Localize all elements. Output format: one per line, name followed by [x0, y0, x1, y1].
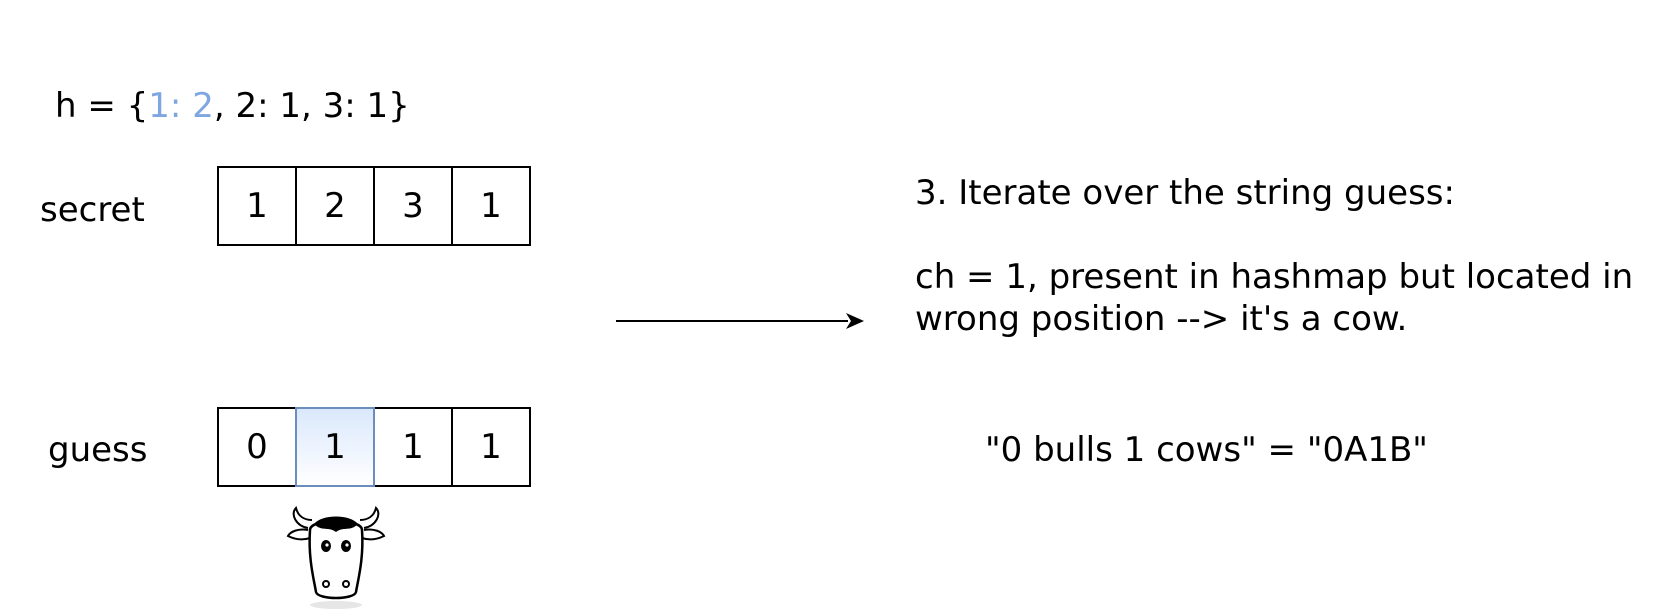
result-text: "0 bulls 1 cows" = "0A1B": [985, 430, 1428, 470]
guess-array: 0 1 1 1: [217, 407, 531, 487]
secret-cell-0: 1: [217, 166, 297, 246]
step-title: 3. Iterate over the string guess:: [915, 173, 1455, 213]
hashmap-prefix: h = {: [55, 86, 149, 126]
explanation-line-1: ch = 1, present in hashmap but located i…: [915, 257, 1634, 297]
secret-array: 1 2 3 1: [217, 166, 531, 246]
secret-cell-1: 2: [295, 166, 375, 246]
hashmap-expression: h = {1: 2, 2: 1, 3: 1}: [55, 86, 410, 126]
cow-icon: [286, 506, 386, 609]
secret-cell-3: 1: [451, 166, 531, 246]
guess-cell-0: 0: [217, 407, 297, 487]
guess-cell-1-highlighted: 1: [295, 407, 375, 487]
explanation-line-2: wrong position --> it's a cow.: [915, 299, 1408, 339]
right-arrow-icon: [616, 313, 864, 329]
secret-cell-2: 3: [373, 166, 453, 246]
secret-label: secret: [40, 190, 145, 230]
hashmap-highlighted-entry: 1: 2: [148, 86, 214, 126]
guess-cell-3: 1: [451, 407, 531, 487]
guess-label: guess: [48, 430, 148, 470]
hashmap-rest: , 2: 1, 3: 1}: [213, 86, 410, 126]
guess-cell-2: 1: [373, 407, 453, 487]
